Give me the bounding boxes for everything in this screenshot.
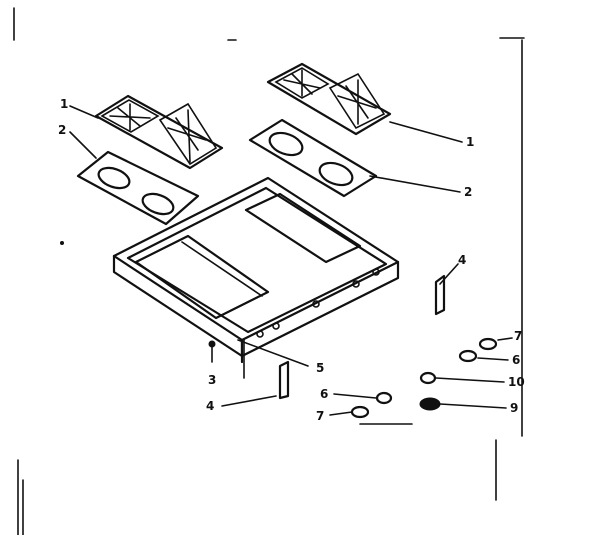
callout-4-right: 4 xyxy=(458,253,466,267)
right-drip-pan xyxy=(248,118,378,198)
leader-lines xyxy=(69,105,513,416)
scan-edge-marks xyxy=(13,7,525,535)
control-knobs xyxy=(350,337,498,425)
callout-1-right: 1 xyxy=(466,135,474,149)
callout-4-left: 4 xyxy=(206,399,214,413)
cooktop-main-top xyxy=(112,176,400,364)
callout-7-low: 7 xyxy=(316,409,324,423)
right-burner-grate xyxy=(266,62,392,136)
screw xyxy=(208,340,216,363)
callout-7-high: 7 xyxy=(514,329,522,343)
callout-10: 10 xyxy=(508,375,525,389)
callout-6-high: 6 xyxy=(512,353,520,367)
callout-5: 5 xyxy=(316,361,324,375)
callout-9: 9 xyxy=(510,401,518,415)
right-side-trim xyxy=(434,274,446,316)
left-burner-grate xyxy=(94,94,224,170)
left-side-trim xyxy=(278,360,290,400)
callout-1-left: 1 xyxy=(60,97,68,111)
callout-6-low: 6 xyxy=(320,387,328,401)
callout-3: 3 xyxy=(208,373,216,387)
callout-2-left: 2 xyxy=(58,123,66,137)
left-drip-pan xyxy=(76,150,200,226)
callout-2-right: 2 xyxy=(464,185,472,199)
callout-labels: 1 2 1 2 4 3 4 5 6 7 7 6 10 9 xyxy=(58,97,525,423)
